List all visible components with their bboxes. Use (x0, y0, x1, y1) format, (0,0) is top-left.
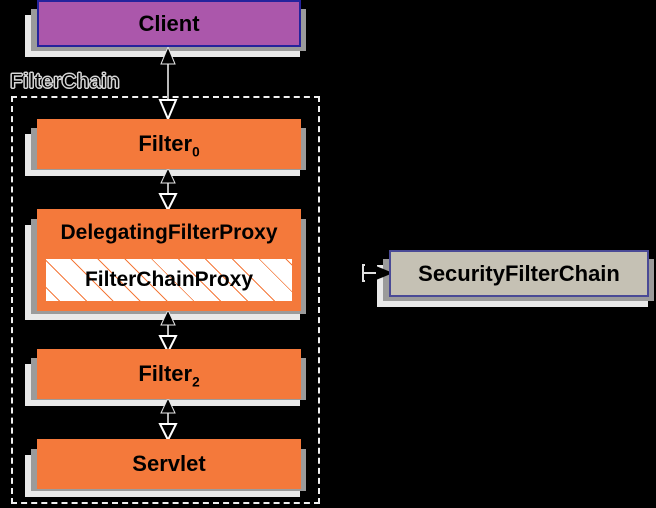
node-delegating-filter-proxy-label: DelegatingFilterProxy (60, 220, 278, 244)
node-filter2[interactable]: Filter2 (37, 349, 301, 399)
node-filter-chain-proxy[interactable]: FilterChainProxy (44, 257, 294, 303)
node-security-filter-chain[interactable]: SecurityFilterChain (389, 250, 649, 297)
connector-dfp-filter2 (157, 310, 179, 353)
connector-filter0-dfp (157, 168, 179, 211)
node-servlet[interactable]: Servlet (37, 439, 301, 489)
connector-filter2-servlet (157, 398, 179, 441)
node-client-label: Client (138, 10, 200, 36)
node-security-filter-chain-label: SecurityFilterChain (418, 260, 620, 286)
node-filter2-label: Filter2 (138, 361, 200, 390)
connector-fcp-securityfilterchain (362, 262, 394, 284)
node-filter0-label: Filter0 (138, 131, 200, 160)
node-delegating-filter-proxy[interactable]: DelegatingFilterProxy FilterChainProxy (37, 209, 301, 311)
node-filter-chain-proxy-label: FilterChainProxy (84, 268, 254, 291)
node-filter0-subscript: 0 (192, 144, 200, 160)
node-servlet-label: Servlet (132, 451, 206, 476)
filter-chain-container-label: FilterChain (10, 70, 121, 94)
node-client[interactable]: Client (37, 0, 301, 47)
connector-client-filter0 (157, 47, 179, 120)
filter-chain-container (11, 96, 320, 504)
node-filter0[interactable]: Filter0 (37, 119, 301, 169)
node-filter2-subscript: 2 (192, 374, 200, 390)
